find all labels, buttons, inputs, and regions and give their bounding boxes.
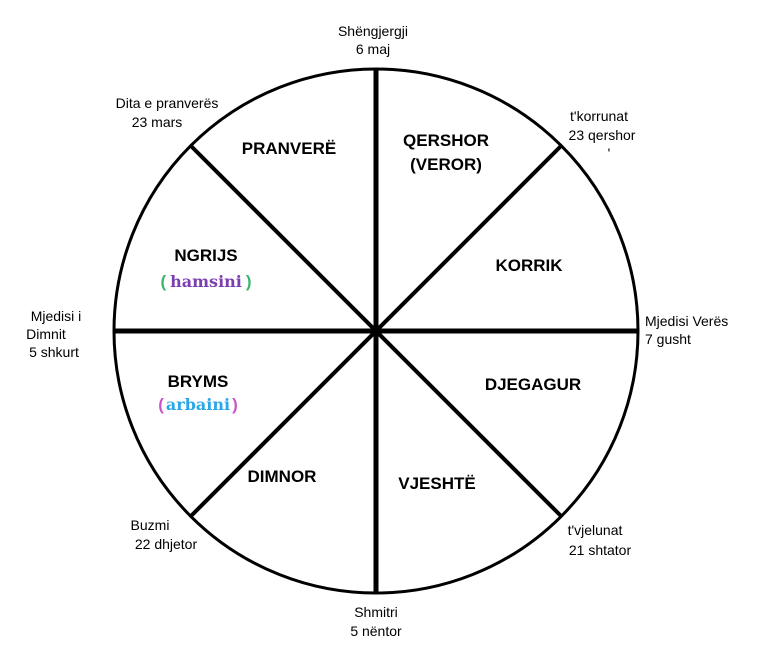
marker-top-right-line2: 23 qershor (569, 127, 636, 143)
segment-label-dimnor: DIMNOR (248, 467, 317, 486)
marker-left-line3: 5 shkurt (29, 344, 79, 360)
segment-label-djegagur: DJEGAGUR (485, 375, 581, 394)
marker-top-left-line2: 23 mars (132, 114, 183, 130)
marker-bottom-right-line2: 21 shtator (569, 542, 632, 558)
marker-bottom-line2: 5 nëntor (350, 623, 402, 639)
segment-label-veror: (VEROR) (410, 155, 482, 174)
paren-close-hamsini: ) (246, 272, 252, 291)
segment-sub-hamsini: hamsini (170, 272, 242, 291)
segment-sub-hamsini-line: (hamsini) (160, 272, 251, 291)
segment-label-ngrijs: NGRIJS (174, 246, 237, 265)
paren-open-hamsini: ( (160, 272, 166, 291)
marker-top-line2: 6 maj (356, 41, 390, 57)
segment-sub-arbaini: arbaini (166, 395, 230, 414)
segment-label-qershor: QERSHOR (403, 131, 489, 150)
center-hub (372, 327, 380, 335)
segment-label-pranvere: PRANVERË (242, 139, 336, 158)
paren-close-arbaini: ) (232, 395, 238, 414)
segment-label-vjeshte: VJESHTË (398, 474, 475, 493)
segment-sub-arbaini-line: (arbaini) (158, 395, 237, 414)
marker-top-right-line3: ' (608, 145, 611, 161)
marker-left-line2: Dimnit (26, 326, 66, 342)
segment-label-korrik: KORRIK (495, 256, 563, 275)
marker-right-line1: Mjedisi Verës (645, 313, 728, 329)
marker-top-right-line1: t'korrunat (570, 108, 628, 124)
marker-bottom-left-line1: Buzmi (131, 517, 170, 533)
marker-bottom-left-line2: 22 dhjetor (135, 536, 198, 552)
marker-left-line1: Mjedisi i (31, 308, 82, 324)
paren-open-arbaini: ( (158, 395, 164, 414)
marker-right-line2: 7 gusht (645, 331, 691, 347)
marker-top-left-line1: Dita e pranverës (116, 95, 219, 111)
marker-top-line1: Shëngjergji (338, 23, 408, 39)
marker-bottom-right-line1: t'vjelunat (568, 522, 623, 538)
marker-bottom-line1: Shmitri (354, 604, 398, 620)
segment-label-bryms: BRYMS (168, 372, 229, 391)
